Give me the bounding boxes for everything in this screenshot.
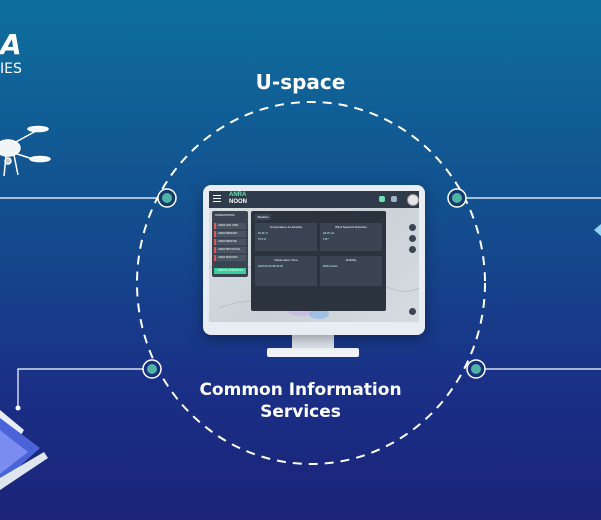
weather-cell-value: 178 °: [323, 238, 330, 241]
brand-logo-fragment: A: [0, 28, 22, 61]
connector-endpoint-bottom-left: [15, 405, 21, 411]
weather-cell-heading: Visibility: [345, 258, 357, 262]
weather-cell-value: 2020-09-24T09:24:00: [258, 265, 283, 268]
weather-cell: Wind Speed & Direction 28.15 m/s 178 °: [320, 223, 382, 251]
sidebar-item: ANRA SPECIFIC: [214, 255, 246, 261]
create-operation-button: CREATE OPERATION: [214, 268, 246, 274]
notification-icon: [379, 196, 385, 202]
arrow-left-icon: [594, 224, 601, 236]
settings-icon: [391, 196, 397, 202]
sidebar-item: ANRA REMOTE: [214, 239, 246, 245]
monitor-icon: ANRA NOON OPERATIO: [203, 185, 425, 335]
cis-title-line1: Common Information: [199, 380, 402, 400]
map-layers-icon: [409, 235, 416, 242]
weather-cell-value: 28.15 m/s: [323, 232, 335, 235]
weather-tab: Weather: [255, 214, 271, 220]
cis-title-line2: Services: [260, 402, 341, 422]
cis-title: Common Information Services: [0, 379, 601, 423]
weather-cell-value: 5000 meters: [323, 265, 338, 268]
app-logo-line1: ANRA: [229, 192, 247, 198]
brand-subtitle-fragment: IES: [0, 61, 22, 77]
operations-sidebar: OPERATIONS ANRA UAS CTRL ANRA PRIMARY AN…: [212, 211, 248, 277]
drone-icon: [0, 125, 51, 177]
menu-icon: [213, 195, 221, 203]
app-logo-line2: NOON: [229, 199, 247, 205]
sidebar-item: ANRA UAS CTRL: [214, 223, 246, 229]
app-screen: ANRA NOON OPERATIO: [209, 191, 419, 322]
connector-line-bottom-left: [17, 368, 144, 408]
weather-cell-heading: Temperature & Humidity: [269, 225, 303, 229]
node-bottom-left: [142, 359, 162, 379]
laptop-icon: [0, 410, 48, 490]
app-header: ANRA NOON: [209, 191, 419, 208]
weather-cell-value: 76.3 %: [258, 238, 267, 241]
weather-panel: Weather Temperature & Humidity 20.16 °C …: [251, 211, 386, 311]
weather-cell-value: 20.16 °C: [258, 232, 269, 235]
sidebar-title: OPERATIONS: [215, 213, 235, 217]
map-search-icon: [409, 224, 416, 231]
node-bottom-right: [466, 359, 486, 379]
weather-cell: Visibility 5000 meters: [320, 256, 382, 286]
map-filter-icon: [409, 246, 416, 253]
weather-cell-heading: Observation Time: [274, 258, 298, 262]
map-add-icon: [409, 308, 416, 315]
monitor-stand-neck: [292, 335, 334, 349]
sidebar-item: ANRA PROTOCOL: [214, 247, 246, 253]
weather-cell: Observation Time 2020-09-24T09:24:00: [255, 256, 317, 286]
node-top-right: [447, 188, 467, 208]
avatar: [407, 194, 419, 206]
node-top-left: [157, 188, 177, 208]
weather-cell: Temperature & Humidity 20.16 °C 76.3 %: [255, 223, 317, 251]
app-logo: ANRA NOON: [229, 192, 247, 206]
weather-cell-heading: Wind Speed & Direction: [335, 225, 367, 229]
uspace-dashed-circle: [136, 101, 486, 465]
monitor-stand-base: [267, 348, 359, 357]
sidebar-item: ANRA PRIMARY: [214, 231, 246, 237]
uspace-title: U-space: [255, 70, 346, 94]
